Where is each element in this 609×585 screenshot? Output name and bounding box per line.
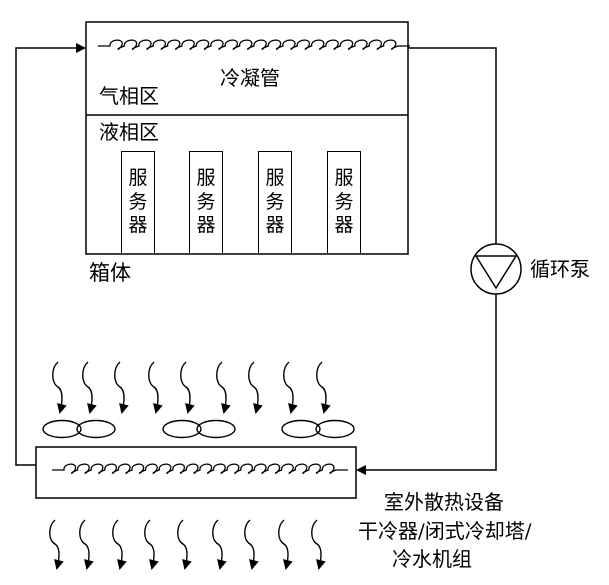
airflow-arrow-icon: [112, 519, 127, 570]
airflow-arrow-icon: [311, 519, 326, 570]
airflow-arrow-icon: [49, 519, 64, 570]
pump-icon: [470, 243, 522, 295]
tank-box: [85, 21, 409, 255]
airflow-arrow-icon: [148, 361, 163, 414]
server-char: 器: [334, 214, 354, 237]
outdoor-unit-title: 室外散热设备: [384, 490, 504, 514]
airflow-arrow-icon: [283, 361, 298, 414]
fan-icon: [162, 419, 236, 439]
liquid-zone-label: 液相区: [99, 120, 159, 144]
airflow-arrow-icon: [114, 361, 129, 414]
server-char: 服: [196, 166, 216, 189]
server-char: 器: [128, 214, 148, 237]
outdoor-unit-types-line1: 干冷器/闭式冷却塔/: [358, 519, 532, 543]
airflow-arrow-icon: [177, 519, 192, 570]
pump-triangle-icon: [474, 255, 518, 290]
server-box: 服 务 器: [189, 151, 223, 253]
outdoor-unit-types-line2: 冷水机组: [392, 547, 472, 571]
supply-pipe-right-bottom: [356, 294, 497, 475]
airflow-arrow-icon: [180, 361, 195, 414]
condenser-coil: [98, 39, 410, 50]
server-char: 服: [128, 166, 148, 189]
condenser-label: 冷凝管: [220, 66, 280, 90]
outdoor-coil: [52, 463, 348, 474]
outlet-air-arrows: [49, 519, 326, 570]
supply-pipe-right-top: [408, 47, 497, 244]
tank-label: 箱体: [89, 261, 131, 285]
pump-label: 循环泵: [530, 257, 590, 281]
server-char: 务: [128, 190, 148, 213]
airflow-arrow-icon: [82, 361, 97, 414]
fan-icon: [281, 419, 355, 439]
fan-icon: [42, 419, 116, 439]
server-box: 服 务 器: [327, 151, 361, 253]
airflow-arrow-icon: [144, 519, 159, 570]
server-char: 务: [334, 190, 354, 213]
airflow-arrow-icon: [278, 519, 293, 570]
airflow-arrow-icon: [79, 519, 94, 570]
airflow-arrow-icon: [248, 361, 263, 414]
gas-zone-label: 气相区: [99, 84, 159, 108]
server-char: 器: [196, 214, 216, 237]
server-box: 服 务 器: [258, 151, 292, 253]
server-char: 服: [334, 166, 354, 189]
inlet-air-arrows: [52, 361, 331, 414]
airflow-arrow-icon: [52, 361, 67, 414]
airflow-arrow-icon: [244, 519, 259, 570]
server-char: 服: [265, 166, 285, 189]
server-char: 务: [196, 190, 216, 213]
server-char: 务: [265, 190, 285, 213]
airflow-arrow-icon: [216, 361, 231, 414]
airflow-arrow-icon: [316, 361, 331, 414]
airflow-arrow-icon: [212, 519, 227, 570]
return-pipe-left: [15, 43, 86, 466]
server-char: 器: [265, 214, 285, 237]
server-box: 服 务 器: [121, 151, 155, 253]
